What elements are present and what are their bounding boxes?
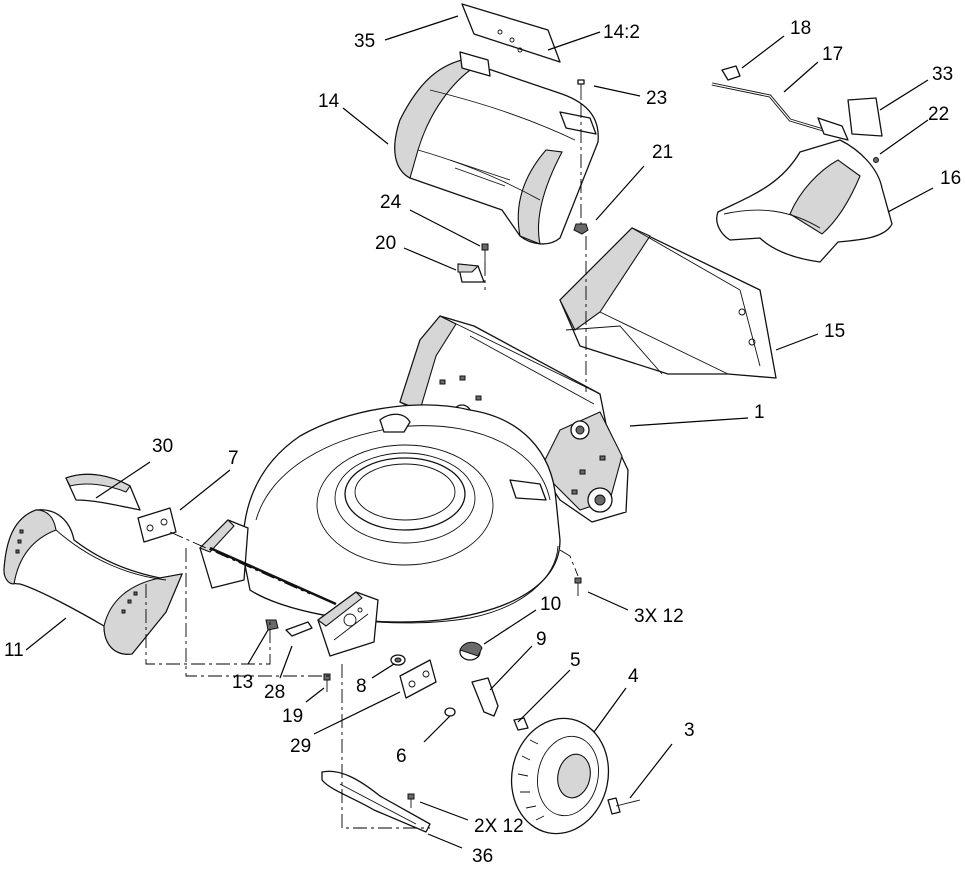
- callout-22: 22: [928, 104, 949, 125]
- part-14-bag-top: [394, 51, 599, 245]
- part-4-wheel: [510, 717, 610, 835]
- part-3x12-screws: [574, 577, 582, 596]
- part-9-bracket: [471, 677, 499, 717]
- part-33-decal: [847, 97, 883, 137]
- part-22-screw: [873, 157, 879, 163]
- callout-30: 30: [152, 436, 173, 457]
- callout-3x12: 3X 12: [634, 606, 684, 627]
- callout-7: 7: [228, 448, 239, 469]
- part-axle: [209, 546, 337, 606]
- part-21-nut: [573, 223, 589, 235]
- part-30-flap: [65, 473, 141, 511]
- part-10-cap: [459, 641, 483, 661]
- part-13-nut: [265, 619, 279, 631]
- callout-11: 11: [4, 640, 24, 661]
- callout-29: 29: [290, 736, 311, 757]
- callout-19: 19: [282, 706, 303, 727]
- callout-20: 20: [375, 233, 396, 254]
- callout-35: 35: [354, 31, 375, 52]
- callout-16: 16: [940, 168, 961, 189]
- leader-lines: [25, 15, 934, 849]
- callout-14: 14: [318, 91, 340, 112]
- part-6-washer: [444, 707, 456, 717]
- callout-labels: 35 14:2 18 17 33 14 23 22 21 16 24 20 15…: [4, 18, 961, 867]
- callout-14-2: 14:2: [603, 22, 640, 43]
- callout-9: 9: [536, 629, 547, 650]
- part-11-front-bumper: [3, 509, 183, 655]
- part-28-pin: [285, 621, 313, 637]
- part-8-washer: [390, 654, 406, 666]
- callout-36: 36: [472, 846, 493, 867]
- callout-21: 21: [652, 142, 673, 163]
- callout-10: 10: [540, 594, 561, 615]
- callout-1: 1: [754, 402, 765, 423]
- callout-28: 28: [264, 682, 285, 703]
- callout-13: 13: [232, 672, 253, 693]
- callout-24: 24: [380, 192, 402, 213]
- part-2x12-screws: [407, 793, 415, 808]
- callout-6: 6: [396, 746, 407, 767]
- part-17-rod: [711, 82, 849, 141]
- part-front-right-bracket: [317, 591, 379, 657]
- callout-2x12: 2X 12: [474, 816, 524, 837]
- callout-4: 4: [628, 666, 639, 687]
- part-29-plate: [399, 659, 437, 699]
- part-18-clip: [721, 65, 741, 81]
- part-24-screw: [481, 243, 489, 262]
- callout-3: 3: [684, 720, 695, 741]
- part-36-guard: [321, 770, 431, 833]
- part-23-screw: [577, 79, 585, 100]
- callout-8: 8: [356, 676, 367, 697]
- assembly-lines: [145, 104, 587, 829]
- part-19-bolt: [323, 673, 331, 692]
- part-16-rear-housing: [716, 139, 893, 263]
- part-3-bolt: [607, 797, 641, 815]
- part-35-decal: [461, 3, 561, 63]
- callout-18: 18: [790, 18, 811, 39]
- callout-15: 15: [824, 321, 845, 342]
- part-7-plate: [137, 507, 177, 543]
- part-15-chute: [559, 227, 777, 379]
- callout-17: 17: [822, 44, 843, 65]
- callout-23: 23: [646, 88, 667, 109]
- part-1-deck: [242, 315, 629, 624]
- part-20-knob: [457, 263, 485, 283]
- callout-33: 33: [932, 64, 953, 85]
- callout-5: 5: [570, 650, 581, 671]
